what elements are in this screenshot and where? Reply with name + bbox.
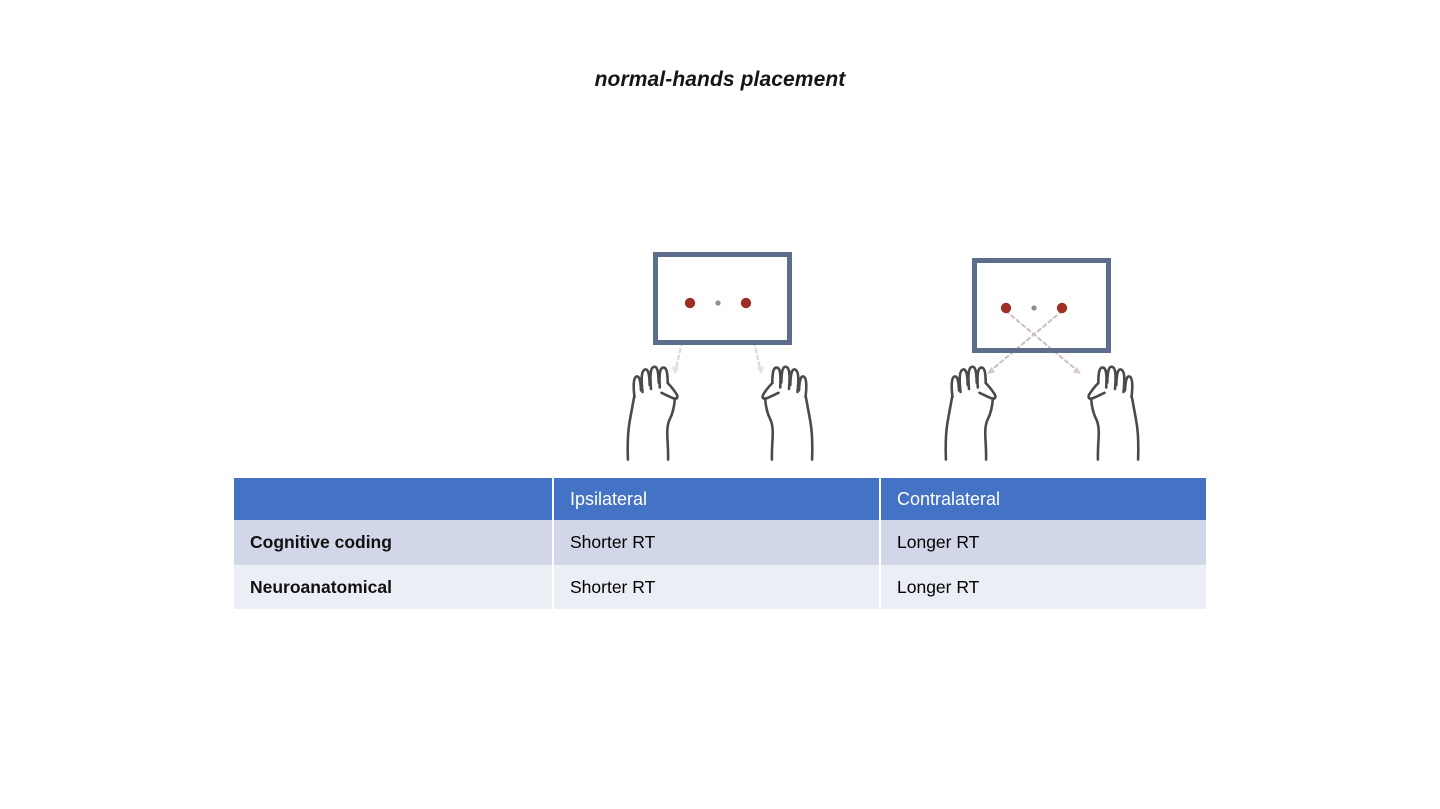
page-title-text: normal-hands placement xyxy=(594,68,846,91)
right-target-dot xyxy=(1056,302,1068,314)
table-row: Cognitive coding Shorter RT Longer RT xyxy=(234,520,1206,565)
table-header-contralateral: Contralateral xyxy=(880,478,1206,520)
cell-neuroanatomical-ipsilateral: Shorter RT xyxy=(553,565,881,609)
contralateral-diagram xyxy=(944,258,1140,461)
page-title: normal-hands placement xyxy=(0,68,1440,92)
right-hand xyxy=(1087,365,1140,461)
cell-neuroanatomical-contralateral: Longer RT xyxy=(880,565,1206,609)
row-label-cognitive-coding: Cognitive coding xyxy=(234,520,554,565)
fixation-dot xyxy=(715,300,721,306)
stimulus-screen xyxy=(653,252,792,345)
table-row: Neuroanatomical Shorter RT Longer RT xyxy=(234,565,1206,609)
predictions-table: Ipsilateral Contralateral Cognitive codi… xyxy=(234,478,1206,609)
ipsilateral-panel xyxy=(560,0,880,470)
table-header-ipsilateral: Ipsilateral xyxy=(553,478,881,520)
ipsilateral-diagram xyxy=(626,252,814,461)
table-header-blank xyxy=(234,478,554,520)
arrow-left-to-right-hand xyxy=(1005,310,1081,374)
left-hand xyxy=(626,365,679,461)
left-hand xyxy=(944,365,997,461)
cell-cognitive-contralateral: Longer RT xyxy=(880,520,1206,565)
row-label-neuroanatomical: Neuroanatomical xyxy=(234,565,554,609)
stimulus-screen xyxy=(972,258,1111,353)
figure-container xyxy=(560,0,1190,470)
contralateral-panel xyxy=(870,0,1190,470)
left-target-dot xyxy=(684,297,696,309)
right-hand xyxy=(761,365,814,461)
table-header-row: Ipsilateral Contralateral xyxy=(234,478,1206,520)
right-target-dot xyxy=(740,297,752,309)
left-target-dot xyxy=(1000,302,1012,314)
cell-cognitive-ipsilateral: Shorter RT xyxy=(553,520,881,565)
fixation-dot xyxy=(1031,305,1037,311)
arrow-right-to-left-hand xyxy=(987,310,1063,374)
